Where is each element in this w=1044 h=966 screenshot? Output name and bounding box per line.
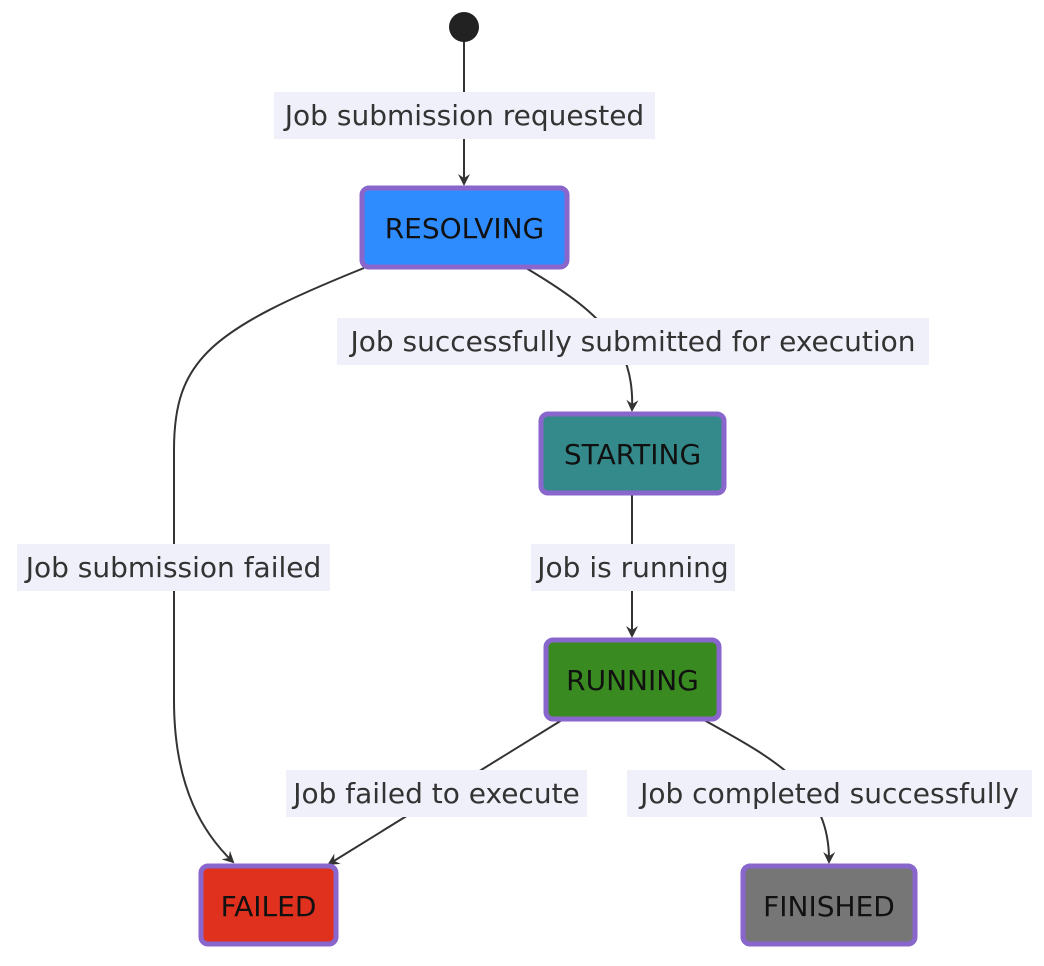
state-finished: FINISHED — [740, 863, 918, 947]
edge-label-text: Job successfully submitted for execution — [348, 325, 915, 358]
state-label: FAILED — [221, 890, 317, 923]
state-running: RUNNING — [543, 637, 722, 722]
edge-label-running-to-finished: Job completed successfully — [627, 770, 1032, 817]
state-resolving: RESOLVING — [359, 185, 570, 270]
edge-label-resolving-to-starting: Job successfully submitted for execution — [337, 318, 929, 365]
state-label: RESOLVING — [385, 212, 545, 245]
edge-label-text: Job submission requested — [283, 99, 644, 132]
state-label: RUNNING — [566, 664, 699, 697]
edge-label-start-to-resolving: Job submission requested — [274, 92, 655, 139]
edge-label-starting-to-running: Job is running — [531, 544, 735, 591]
edge-label-text: Job submission failed — [24, 551, 322, 584]
state-failed: FAILED — [198, 863, 339, 947]
state-label: STARTING — [564, 438, 701, 471]
edge-label-resolving-to-failed: Job submission failed — [17, 544, 330, 591]
edge-label-text: Job completed successfully — [638, 777, 1019, 810]
start-dot — [449, 12, 479, 42]
state-starting: STARTING — [538, 411, 727, 496]
edge-label-text: Job is running — [535, 551, 728, 584]
edge-label-text: Job failed to execute — [291, 777, 580, 810]
edge-label-running-to-failed: Job failed to execute — [286, 770, 587, 817]
state-label: FINISHED — [763, 890, 895, 923]
edge-resolving-to-failed — [173, 267, 365, 864]
